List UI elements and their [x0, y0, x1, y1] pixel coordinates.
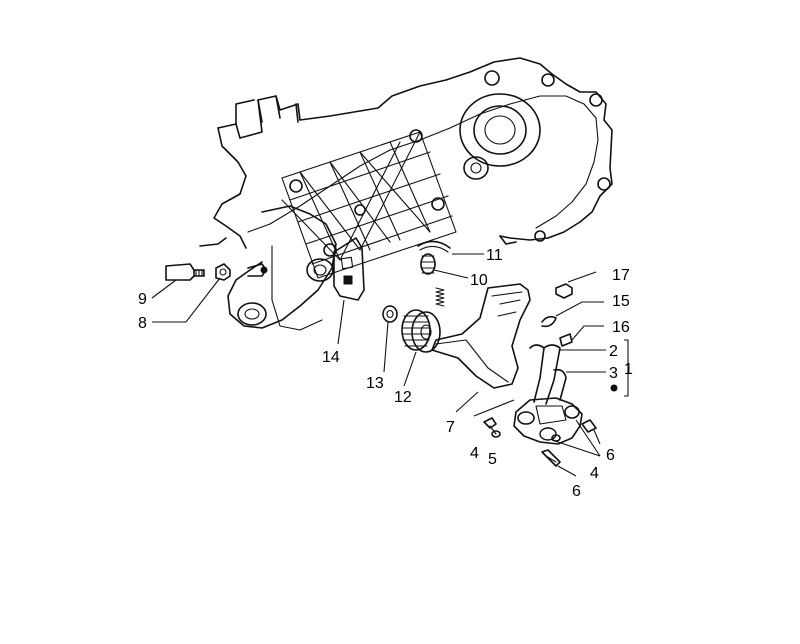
crankcase	[199, 57, 613, 331]
callout-2: 2	[609, 343, 618, 360]
callout-16: 16	[612, 319, 630, 336]
callout-12: 12	[394, 389, 412, 406]
callout-4-right: 4	[590, 465, 599, 482]
part-14-guide-plate	[333, 237, 365, 301]
callout-13: 13	[366, 375, 384, 392]
oil-pump-body	[513, 397, 583, 445]
spring	[435, 287, 445, 307]
callout-5: 5	[488, 451, 497, 468]
callout-8: 8	[138, 315, 147, 332]
part-8-nut	[215, 263, 231, 281]
part-2-hose	[529, 344, 561, 405]
part-16-screw	[559, 333, 573, 347]
callout-6-right: 6	[606, 447, 615, 464]
part-13-washer	[382, 305, 398, 323]
part-6-bolt-lower	[541, 449, 561, 467]
callout-9: 9	[138, 291, 147, 308]
leader-lines	[151, 253, 629, 477]
part-10-sprocket	[420, 253, 436, 275]
part-1-dot	[610, 384, 618, 392]
callout-14: 14	[322, 349, 340, 366]
callout-17: 17	[612, 267, 630, 284]
callout-6-lower: 6	[572, 483, 581, 500]
part-7-pump-cover	[431, 283, 531, 389]
part-11-clip	[417, 240, 451, 253]
part-9-bolt	[165, 263, 205, 281]
stud-connector	[247, 263, 268, 277]
part-6-bolt-right	[581, 419, 597, 433]
part-3-hose	[553, 368, 567, 401]
part-5-washer	[491, 430, 501, 438]
callout-10: 10	[470, 272, 488, 289]
callout-15: 15	[612, 293, 630, 310]
callout-11: 11	[486, 247, 503, 264]
callout-3: 3	[609, 365, 618, 382]
callout-7: 7	[446, 419, 455, 436]
callout-4-left: 4	[470, 445, 479, 462]
part-15-circlip	[541, 315, 557, 328]
part-17-nut	[555, 283, 573, 299]
callout-1: 1	[624, 361, 633, 378]
part-12-gear	[401, 309, 441, 353]
callout-labels: 1 2 3 4 4 5 6 6 7 8 9 10 11 12 13 14 15 …	[138, 247, 633, 500]
part-4-bolt-left	[483, 417, 497, 435]
